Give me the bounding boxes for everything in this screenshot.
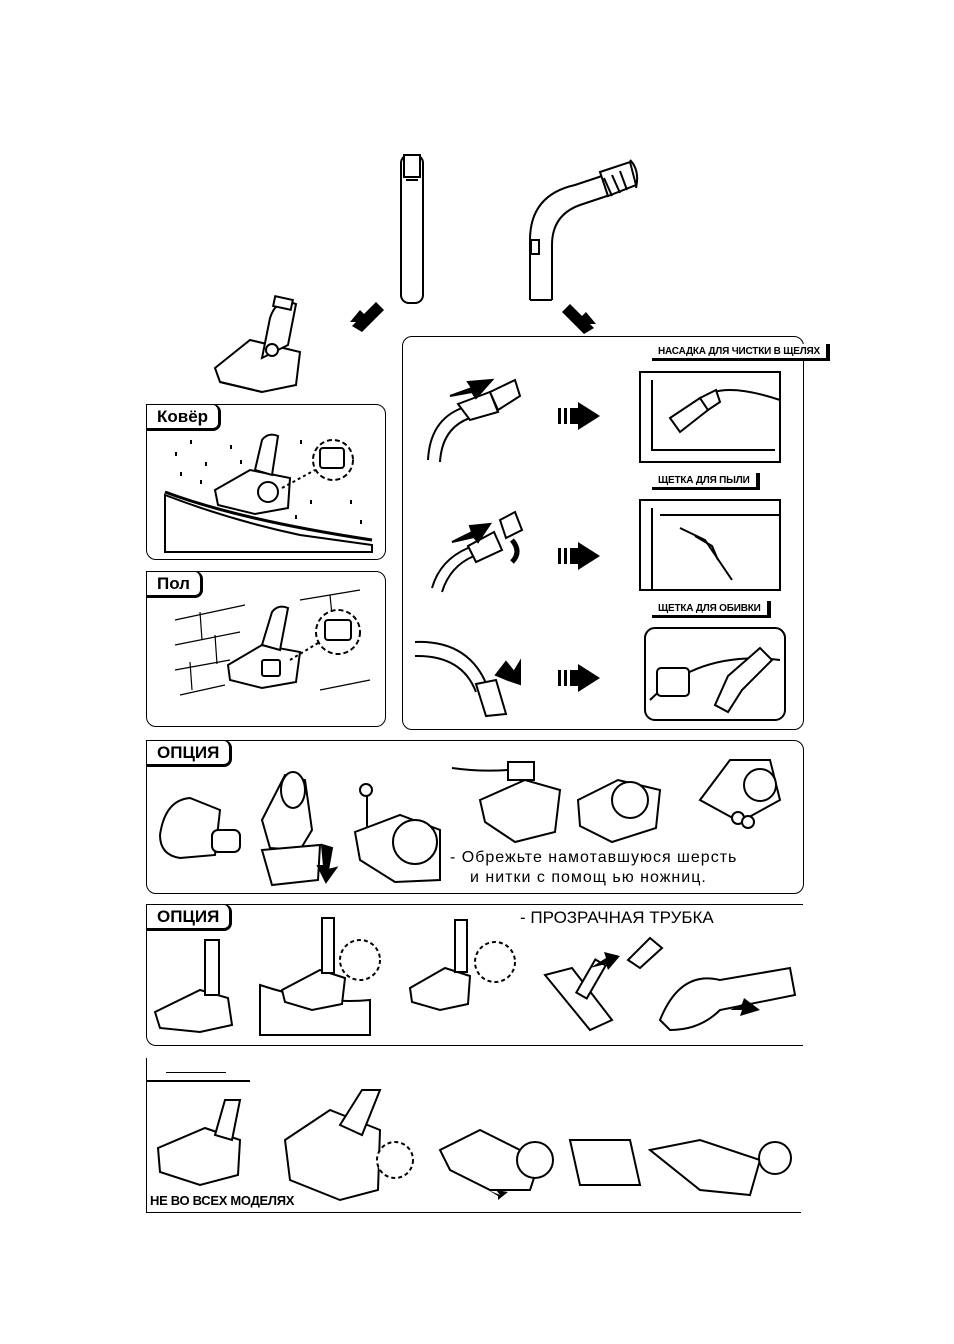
models-footer-text: НЕ ВО ВСЕХ МОДЕЛЯХ bbox=[150, 1193, 294, 1208]
